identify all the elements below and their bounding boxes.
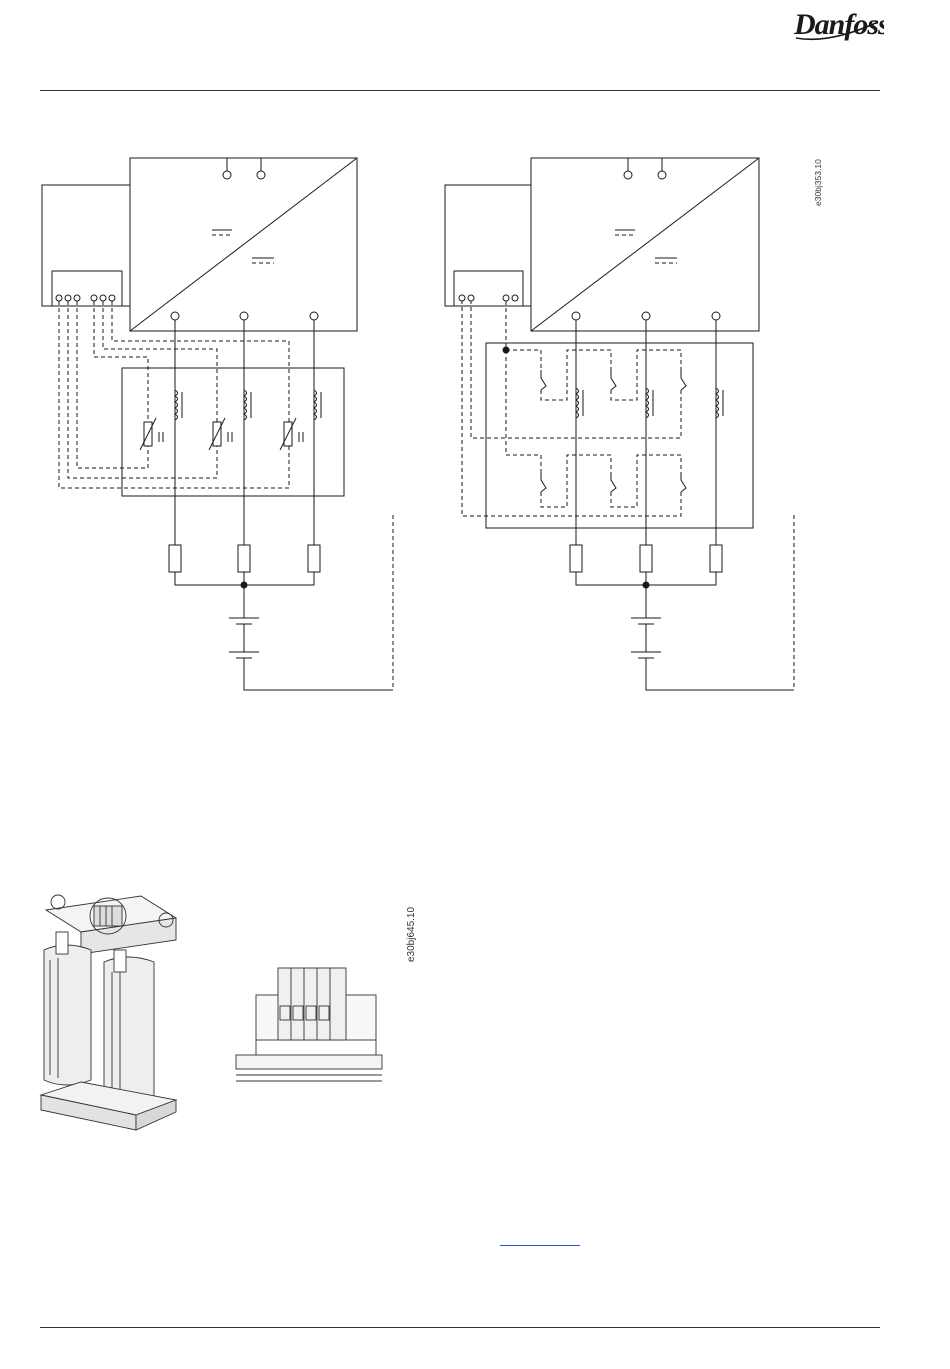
figure-code: e30bj353.10	[813, 159, 823, 206]
control-box	[42, 185, 130, 306]
figure-code: e30bj645.10	[406, 907, 417, 962]
control-box	[445, 185, 531, 306]
footer-rule	[40, 1327, 880, 1328]
reactor-illustration: e30bj645.10	[36, 890, 426, 1145]
hyperlink-underline[interactable]	[500, 1245, 580, 1246]
header-rule	[40, 90, 880, 91]
brand-logo: Danfoss	[790, 4, 884, 44]
brand-logo-text: Danfoss	[793, 8, 884, 41]
filter-box	[122, 368, 344, 496]
switch-box	[486, 343, 753, 528]
wiring-diagram-left	[30, 150, 420, 710]
wiring-diagram-right: e30bj353.10	[435, 150, 835, 710]
